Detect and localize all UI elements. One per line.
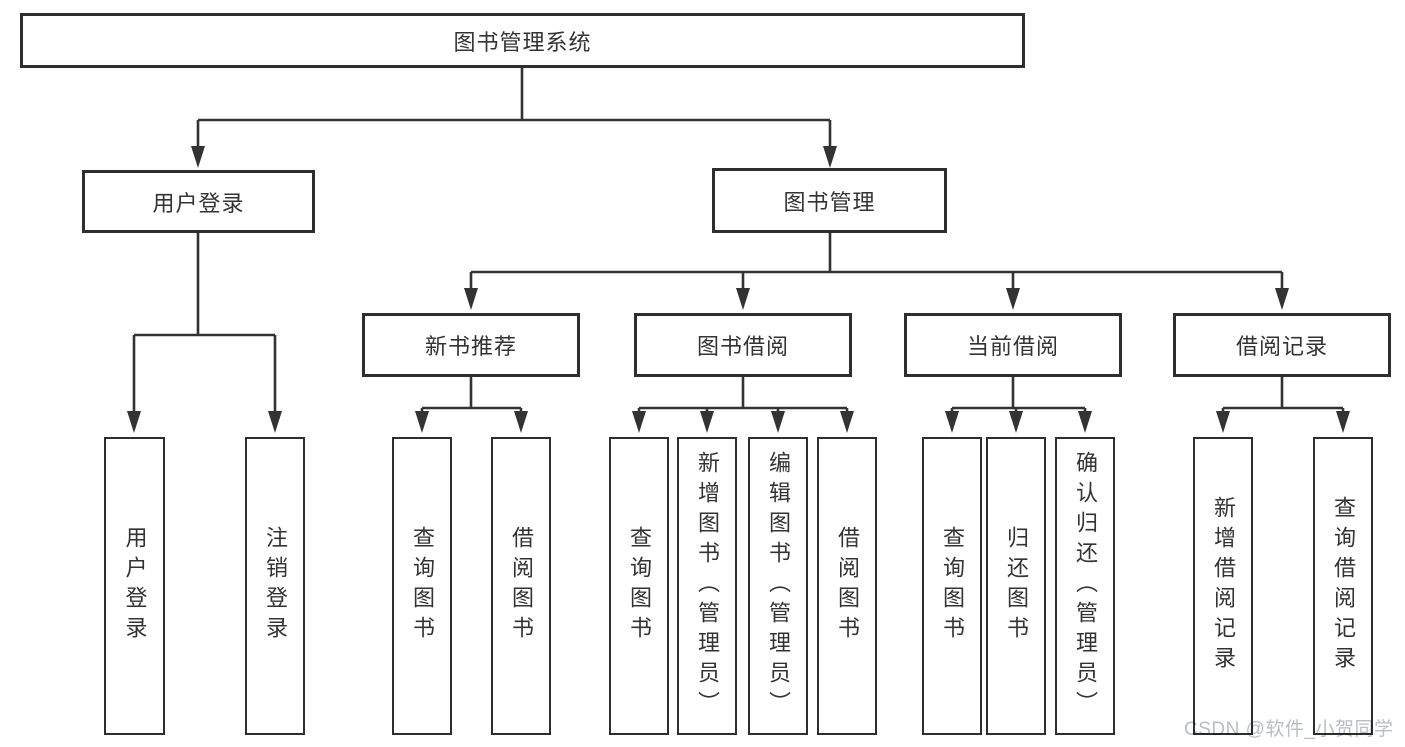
- arrowhead: [1006, 288, 1020, 310]
- node-current-borrow: 当前借阅: [904, 313, 1122, 377]
- arrowhead: [268, 411, 282, 433]
- arrowhead: [736, 288, 750, 310]
- connector-borrow-records: [1221, 377, 1345, 414]
- connector-user-login: [132, 233, 277, 412]
- arrowhead: [771, 411, 785, 433]
- leaf-query-books-current: 查询图书: [922, 437, 982, 735]
- node-book-management: 图书管理: [712, 168, 947, 233]
- connector-new-book-recommend: [420, 377, 523, 414]
- arrowhead: [945, 411, 959, 433]
- leaf-borrow-books-recommend: 借阅图书: [491, 437, 551, 735]
- connector-current-borrow: [950, 377, 1087, 414]
- arrowhead: [1275, 288, 1289, 310]
- arrowhead: [1216, 411, 1230, 433]
- arrowhead: [1078, 411, 1092, 433]
- connector-root: [196, 68, 832, 148]
- arrowhead: [127, 411, 141, 433]
- leaf-user-login: 用户登录: [104, 437, 165, 735]
- arrowhead: [191, 146, 205, 168]
- csdn-watermark: CSDN @软件_小贺同学: [1184, 719, 1394, 740]
- leaf-return-books: 归还图书: [986, 437, 1046, 735]
- leaf-borrow-books: 借阅图书: [817, 437, 877, 735]
- node-new-book-recommend: 新书推荐: [362, 313, 580, 377]
- arrowhead: [1336, 411, 1350, 433]
- connector-book-management: [469, 233, 1284, 290]
- arrowhead: [700, 411, 714, 433]
- arrowhead: [823, 146, 837, 168]
- leaf-query-books-borrow: 查询图书: [609, 437, 669, 735]
- leaf-logout: 注销登录: [245, 437, 305, 735]
- leaf-query-borrow-record: 查询借阅记录: [1313, 437, 1373, 735]
- leaf-edit-books-admin: 编辑图书（管理员）: [748, 437, 808, 735]
- leaf-confirm-return-admin: 确认归还（管理员）: [1055, 437, 1115, 735]
- arrowhead: [840, 411, 854, 433]
- arrowhead: [464, 288, 478, 310]
- arrowhead: [415, 411, 429, 433]
- connector-book-borrow: [637, 377, 849, 414]
- node-borrow-records: 借阅记录: [1173, 313, 1391, 377]
- leaf-query-books-recommend: 查询图书: [392, 437, 452, 735]
- leaf-add-books-admin: 新增图书（管理员）: [677, 437, 737, 735]
- arrowhead: [632, 411, 646, 433]
- node-library-system: 图书管理系统: [20, 13, 1025, 68]
- node-book-borrow: 图书借阅: [634, 313, 852, 377]
- node-user-login: 用户登录: [82, 170, 315, 233]
- arrowhead: [514, 411, 528, 433]
- arrowhead: [1009, 411, 1023, 433]
- leaf-add-borrow-record: 新增借阅记录: [1193, 437, 1253, 735]
